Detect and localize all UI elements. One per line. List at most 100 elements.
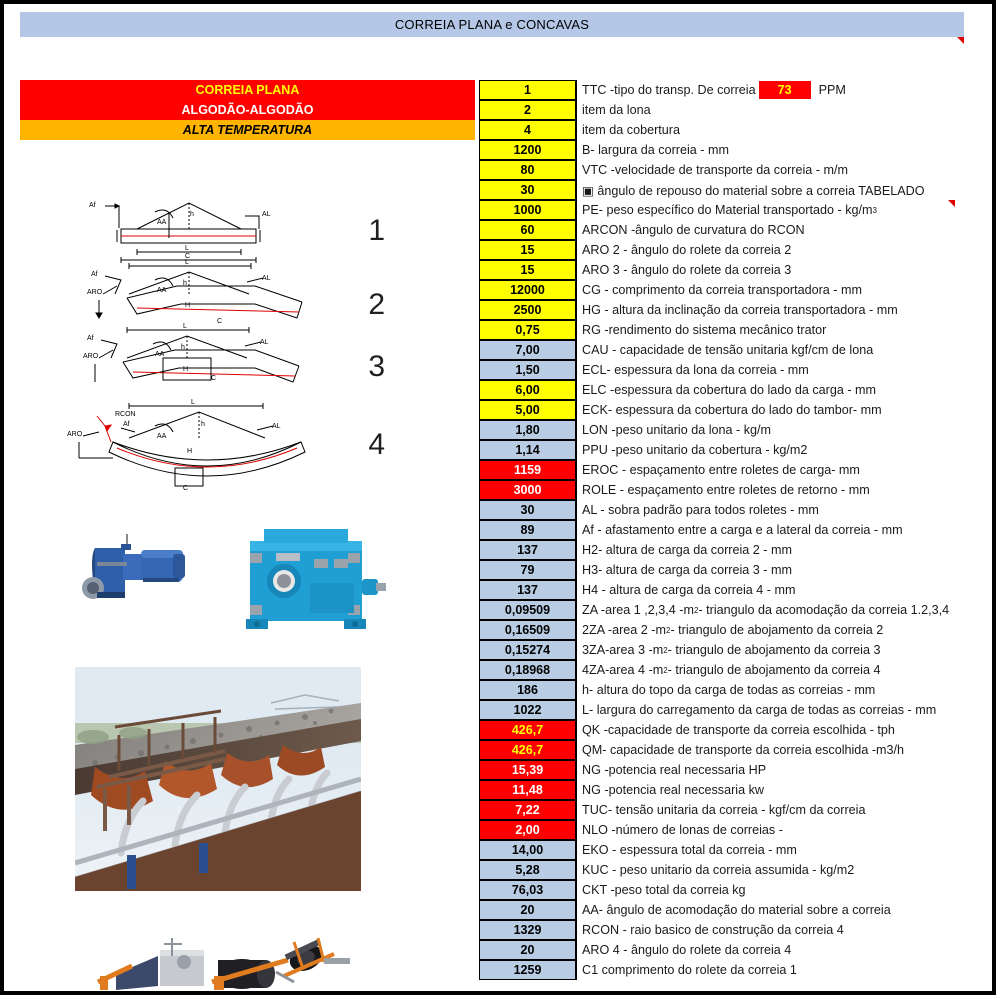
parameter-description-cell[interactable]: NLO -número de lonas de correias - <box>576 820 990 840</box>
parameter-value-cell[interactable]: 7,22 <box>479 800 576 820</box>
parameter-value-cell[interactable]: 12000 <box>479 280 576 300</box>
parameter-value-cell[interactable]: 7,00 <box>479 340 576 360</box>
parameter-description-text: CG - comprimento da correia transportado… <box>582 283 862 297</box>
parameter-description-cell[interactable]: ECL- espessura da lona da correia - mm <box>576 360 990 380</box>
parameter-value-cell[interactable]: 0,75 <box>479 320 576 340</box>
parameter-value-cell[interactable]: 137 <box>479 540 576 560</box>
parameter-description-cell[interactable]: AL - sobra padrão para todos roletes - m… <box>576 500 990 520</box>
parameter-description-cell[interactable]: QK -capacidade de transporte da correia … <box>576 720 990 740</box>
parameter-description-cell[interactable]: ELC -espessura da cobertura do lado da c… <box>576 380 990 400</box>
parameter-description-cell[interactable]: HG - altura da inclinação da correia tra… <box>576 300 990 320</box>
parameter-value-cell[interactable]: 137 <box>479 580 576 600</box>
parameter-description-cell[interactable]: H2- altura de carga da correia 2 - mm <box>576 540 990 560</box>
belt-type-row-2[interactable]: ALGODÃO-ALGODÃO <box>20 100 475 120</box>
parameter-description-cell[interactable]: EROC - espaçamento entre roletes de carg… <box>576 460 990 480</box>
parameter-description-cell[interactable]: h- altura do topo da carga de todas as c… <box>576 680 990 700</box>
parameter-value-cell[interactable]: 15,39 <box>479 760 576 780</box>
parameter-description-cell[interactable]: item da cobertura <box>576 120 990 140</box>
parameter-value-cell[interactable]: 186 <box>479 680 576 700</box>
parameter-value-cell[interactable]: 3000 <box>479 480 576 500</box>
parameter-value-cell[interactable]: 2 <box>479 100 576 120</box>
parameter-value-cell[interactable]: 426,7 <box>479 720 576 740</box>
parameter-value-cell[interactable]: 20 <box>479 940 576 960</box>
belt-type-row-1[interactable]: CORREIA PLANA <box>20 80 475 100</box>
parameter-value-cell[interactable]: 1022 <box>479 700 576 720</box>
parameter-value-cell[interactable]: 0,16509 <box>479 620 576 640</box>
parameter-value-cell[interactable]: 60 <box>479 220 576 240</box>
parameter-description-cell[interactable]: LON -peso unitario da lona - kg/m <box>576 420 990 440</box>
parameter-value-cell[interactable]: 76,03 <box>479 880 576 900</box>
parameter-description-cell[interactable]: EKO - espessura total da correia - mm <box>576 840 990 860</box>
parameter-value-cell[interactable]: 2,00 <box>479 820 576 840</box>
parameter-value-cell[interactable]: 1 <box>479 80 576 100</box>
parameter-description-cell[interactable]: B- largura da correia - mm <box>576 140 990 160</box>
parameter-description-cell[interactable]: item da lona <box>576 100 990 120</box>
parameter-value-cell[interactable]: 14,00 <box>479 840 576 860</box>
parameter-value-cell[interactable]: 0,09509 <box>479 600 576 620</box>
parameter-value-cell[interactable]: 79 <box>479 560 576 580</box>
parameter-value-cell[interactable]: 30 <box>479 180 576 200</box>
parameter-description-cell[interactable]: H4 - altura de carga da correia 4 - mm <box>576 580 990 600</box>
parameter-description-cell[interactable]: CAU - capacidade de tensão unitaria kgf/… <box>576 340 990 360</box>
parameter-description-cell[interactable]: ARO 3 - ângulo do rolete da correia 3 <box>576 260 990 280</box>
parameter-description-cell[interactable]: ARCON -ângulo de curvatura do RCON <box>576 220 990 240</box>
parameter-value-cell[interactable]: 0,18968 <box>479 660 576 680</box>
ppm-value-badge[interactable]: 73 <box>758 81 811 99</box>
parameter-description-cell[interactable]: RCON - raio basico de construção da corr… <box>576 920 990 940</box>
parameter-description-cell[interactable]: VTC -velocidade de transporte da correia… <box>576 160 990 180</box>
parameter-value-cell[interactable]: 80 <box>479 160 576 180</box>
parameter-description-cell[interactable]: ECK- espessura da cobertura do lado do t… <box>576 400 990 420</box>
parameter-description-cell[interactable]: PPU -peso unitario da cobertura - kg/m2 <box>576 440 990 460</box>
parameter-description-cell[interactable]: CG - comprimento da correia transportado… <box>576 280 990 300</box>
parameter-description-cell[interactable]: H3- altura de carga da correia 3 - mm <box>576 560 990 580</box>
parameter-description-cell[interactable]: QM- capacidade de transporte da correia … <box>576 740 990 760</box>
parameter-value-cell[interactable]: 1000 <box>479 200 576 220</box>
parameter-value-cell[interactable]: 15 <box>479 240 576 260</box>
parameter-description-cell[interactable]: C1 comprimento do rolete da correia 1 <box>576 960 990 980</box>
parameter-value-cell[interactable]: 15 <box>479 260 576 280</box>
parameter-value-cell[interactable]: 0,15274 <box>479 640 576 660</box>
parameter-value-cell[interactable]: 1159 <box>479 460 576 480</box>
parameter-value-cell[interactable]: 1259 <box>479 960 576 980</box>
parameter-value-cell[interactable]: 89 <box>479 520 576 540</box>
svg-text:AA: AA <box>157 287 167 294</box>
parameter-value-cell[interactable]: 20 <box>479 900 576 920</box>
parameter-value-cell[interactable]: 1,80 <box>479 420 576 440</box>
parameter-value-cell[interactable]: 5,00 <box>479 400 576 420</box>
belt-type-row-3[interactable]: ALTA TEMPERATURA <box>20 120 475 140</box>
parameter-description-cell[interactable]: ROLE - espaçamento entre roletes de reto… <box>576 480 990 500</box>
parameter-description-text: H4 - altura de carga da correia 4 - mm <box>582 583 796 597</box>
parameter-value-cell[interactable]: 11,48 <box>479 780 576 800</box>
parameter-value-cell[interactable]: 1,14 <box>479 440 576 460</box>
comment-triangle-icon[interactable] <box>948 200 955 207</box>
parameter-description-cell[interactable]: NG -potencia real necessaria HP <box>576 760 990 780</box>
parameter-value-cell[interactable]: 426,7 <box>479 740 576 760</box>
diagram-number-2: 2 <box>368 288 385 321</box>
parameter-description-cell[interactable]: ▣ ângulo de repouso do material sobre a … <box>576 180 990 200</box>
parameter-description-cell[interactable]: L- largura do carregamento da carga de t… <box>576 700 990 720</box>
parameter-value-cell[interactable]: 1,50 <box>479 360 576 380</box>
parameter-value-cell[interactable]: 2500 <box>479 300 576 320</box>
parameter-value-cell[interactable]: 1200 <box>479 140 576 160</box>
parameter-description-cell[interactable]: NG -potencia real necessaria kw <box>576 780 990 800</box>
comment-triangle-icon[interactable] <box>957 37 964 44</box>
parameter-value-cell[interactable]: 30 <box>479 500 576 520</box>
parameter-description-cell[interactable]: PE- peso específico do Material transpor… <box>576 200 990 220</box>
parameter-description-cell[interactable]: KUC - peso unitario da correia assumida … <box>576 860 990 880</box>
parameter-value-cell[interactable]: 1329 <box>479 920 576 940</box>
parameter-description-cell[interactable]: AA- ângulo de acomodação do material sob… <box>576 900 990 920</box>
parameter-description-cell[interactable]: CKT -peso total da correia kg <box>576 880 990 900</box>
parameter-description-cell[interactable]: Af - afastamento entre a carga e a later… <box>576 520 990 540</box>
parameter-description-cell[interactable]: ARO 2 - ângulo do rolete da correia 2 <box>576 240 990 260</box>
parameter-description-cell[interactable]: ARO 4 - ângulo do rolete da correia 4 <box>576 940 990 960</box>
parameter-description-cell[interactable]: TUC- tensão unitaria da correia - kgf/cm… <box>576 800 990 820</box>
parameter-value-cell[interactable]: 4 <box>479 120 576 140</box>
parameter-value-cell[interactable]: 5,28 <box>479 860 576 880</box>
parameter-value-cell[interactable]: 6,00 <box>479 380 576 400</box>
parameter-description-cell[interactable]: RG -rendimento do sistema mecânico trato… <box>576 320 990 340</box>
